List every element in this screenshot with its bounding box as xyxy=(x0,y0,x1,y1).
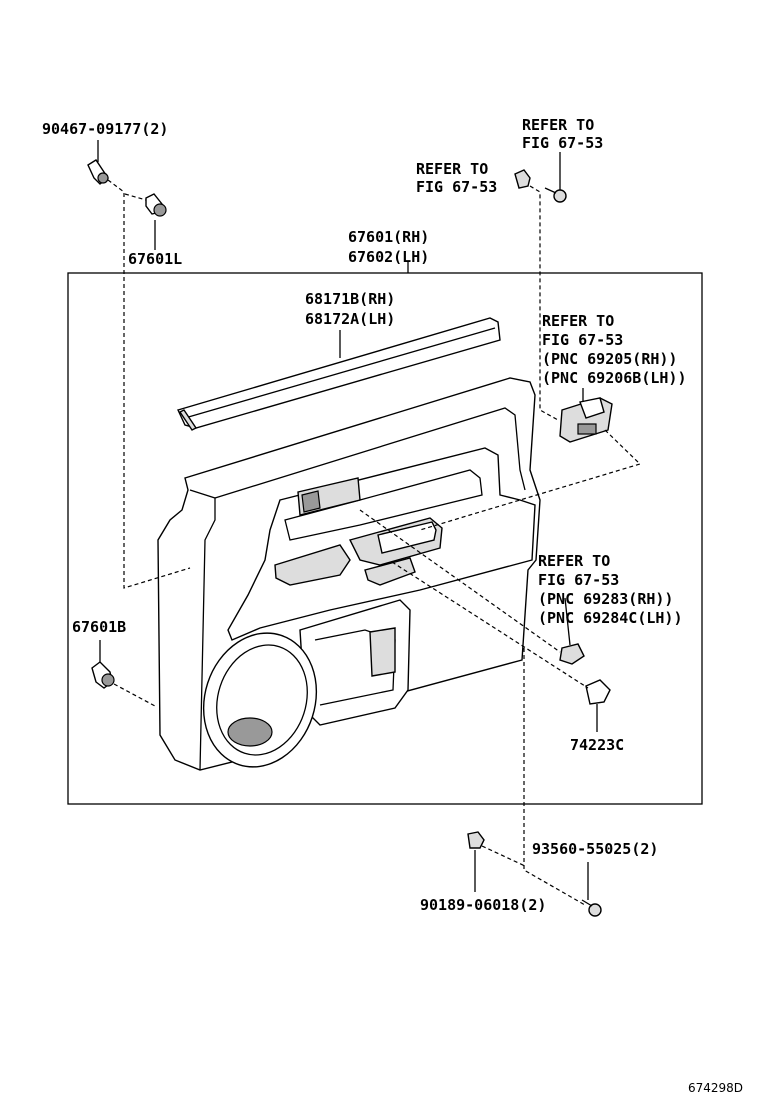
label-panel-lh: 67602(LH) xyxy=(348,248,429,266)
label-switch-ref-4: (PNC 69206B(LH)) xyxy=(542,369,687,387)
cap-74223c-icon xyxy=(585,679,611,705)
label-switch-ref-3: (PNC 69205(RH)) xyxy=(542,350,677,368)
clip-90467-icon xyxy=(87,159,109,185)
label-refer-top-b: FIG 67-53 xyxy=(522,134,603,152)
label-weather-lh: 68172A(LH) xyxy=(305,310,395,328)
label-nut: 90189-06018(2) xyxy=(420,896,546,914)
label-refer-mid-a: REFER TO xyxy=(416,160,488,178)
handle-part-icon xyxy=(559,643,585,665)
label-refer-mid-b: FIG 67-53 xyxy=(416,178,497,196)
power-window-switch-icon xyxy=(559,397,613,443)
label-handle-ref-4: (PNC 69284C(LH)) xyxy=(538,609,683,627)
label-clip-b: 67601B xyxy=(72,618,126,636)
label-clip-l: 67601L xyxy=(128,250,182,268)
label-clip-top: 90467-09177(2) xyxy=(42,120,168,138)
label-handle-ref-1: REFER TO xyxy=(538,552,610,570)
label-switch-ref-2: FIG 67-53 xyxy=(542,331,623,349)
assembly-frame xyxy=(67,272,703,805)
label-handle-ref-2: FIG 67-53 xyxy=(538,571,619,589)
nut-90189-icon xyxy=(467,831,485,849)
label-screw: 93560-55025(2) xyxy=(532,840,658,858)
label-handle-ref-3: (PNC 69283(RH)) xyxy=(538,590,673,608)
speaker-grille xyxy=(202,632,318,768)
label-weather-rh: 68171B(RH) xyxy=(305,290,395,308)
refer-clip-top-icon xyxy=(514,169,567,203)
screw-93560-icon xyxy=(581,899,602,917)
clip-67601b-icon xyxy=(91,661,115,689)
label-panel-rh: 67601(RH) xyxy=(348,228,429,246)
label-cap: 74223C xyxy=(570,736,624,754)
label-refer-top-a: REFER TO xyxy=(522,116,594,134)
weatherstrip xyxy=(177,317,501,431)
leader-lines xyxy=(97,140,642,906)
label-switch-ref-1: REFER TO xyxy=(542,312,614,330)
figure-id: 674298D xyxy=(688,1081,743,1095)
clip-67601l-icon xyxy=(145,193,167,217)
